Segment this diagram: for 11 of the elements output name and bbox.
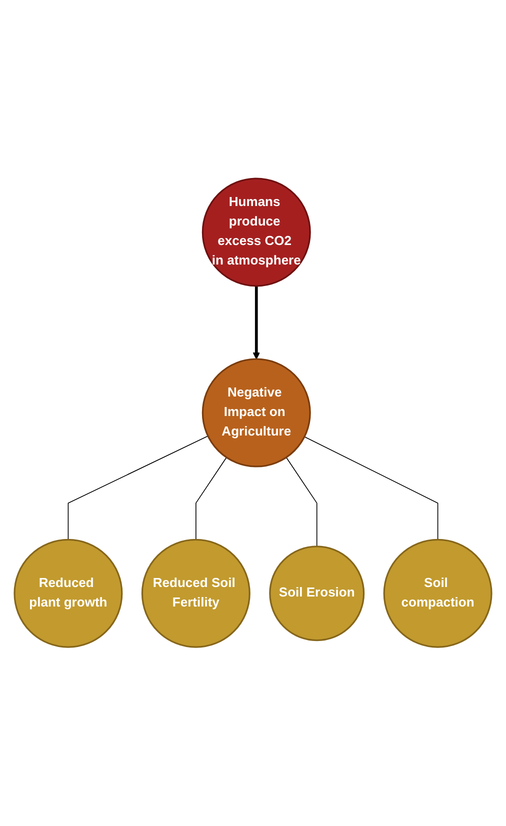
connector	[304, 436, 438, 540]
node-circle: Negative Impact on Agriculture	[202, 358, 311, 468]
node-circle: Reduced Soil Fertility	[141, 539, 250, 648]
node-circle: Reduced plant growth	[14, 539, 123, 648]
connector	[68, 436, 208, 540]
connector	[286, 457, 318, 548]
arrow	[252, 286, 260, 360]
node-circle: Soil Erosion	[269, 546, 365, 642]
connector	[196, 457, 227, 540]
node-circle: Humans produce excess CO2 in atmosphere	[202, 178, 311, 287]
node-circle: Soil compaction	[383, 539, 492, 648]
